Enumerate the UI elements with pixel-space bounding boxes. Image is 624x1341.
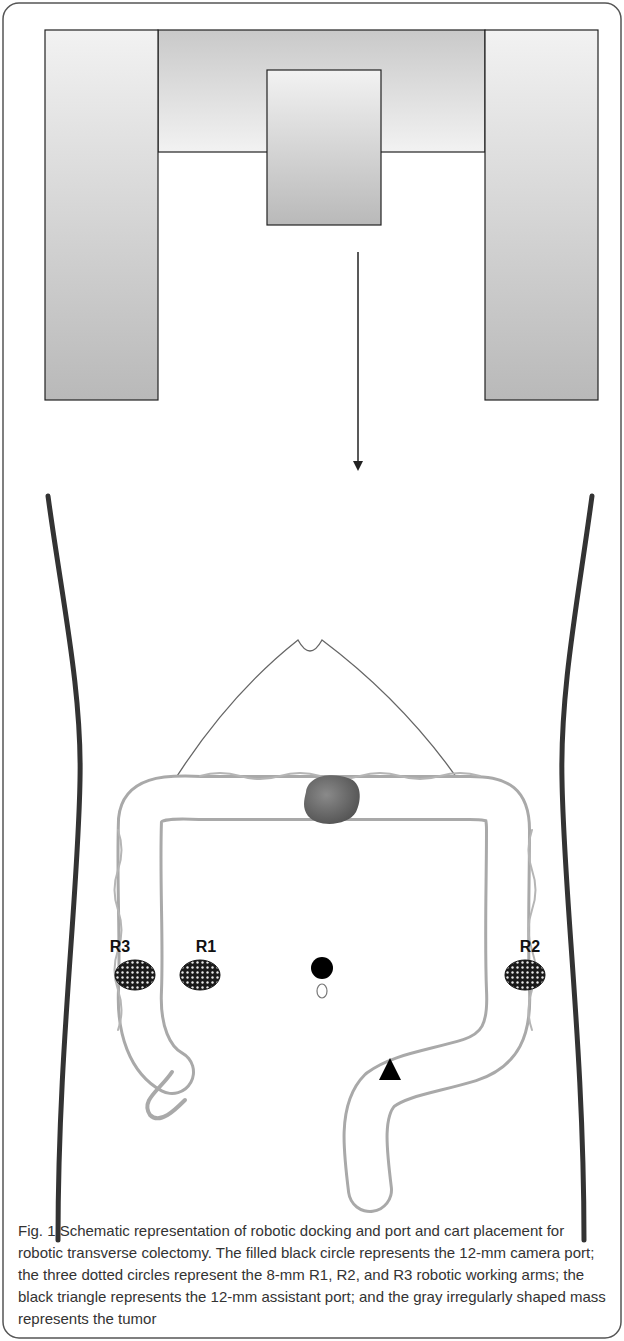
body-right-flank [562, 496, 592, 1240]
camera-port [311, 957, 333, 979]
figure-border [3, 3, 621, 1338]
cart-center-column [267, 70, 381, 225]
port-label: R3 [110, 939, 130, 955]
tumor-mass [304, 775, 360, 824]
colon [115, 773, 536, 1190]
umbilicus [317, 984, 327, 998]
port-label: R1 [196, 939, 216, 955]
robotic-port-r3 [115, 960, 155, 990]
robotic-port-r1 [180, 960, 220, 990]
body-left-flank [48, 496, 80, 1240]
robotic-port-r2 [505, 960, 545, 990]
figure-caption: Fig. 1 Schematic representation of robot… [18, 1220, 606, 1330]
robotic-cart [45, 30, 598, 400]
assistant-port [379, 1058, 401, 1080]
cart-right-arm [485, 30, 598, 400]
docking-arrow [357, 252, 359, 466]
port-label: R2 [520, 939, 540, 955]
cart-left-arm [45, 30, 158, 400]
